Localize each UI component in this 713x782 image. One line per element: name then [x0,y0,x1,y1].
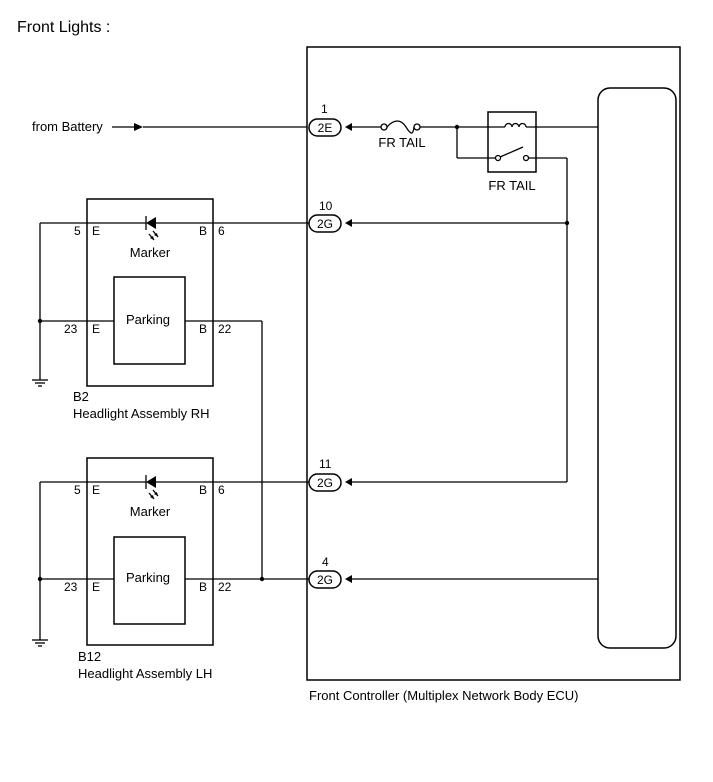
parking-label: Parking [126,312,170,327]
connector-code: 2G [317,217,333,231]
pin-number: 23 [64,580,78,594]
arrow-icon [134,123,143,131]
fuse-terminal [413,123,421,131]
ecu-box [306,46,681,681]
fuse-terminal [380,123,388,131]
pin-letter: B [199,322,207,336]
connector-code: 2G [317,476,333,490]
headlight-lh-label: Headlight Assembly LH [78,666,212,681]
connector-code: 2G [317,573,333,587]
pin-letter: E [92,322,100,336]
pin-letter: B [199,580,207,594]
ecu-label: Front Controller (Multiplex Network Body… [309,688,578,703]
pin-letter: B [199,483,207,497]
ecu-internal-block [597,87,677,649]
pin-letter: E [92,483,100,497]
headlight-rh-code: B2 [73,389,89,404]
relay-switch-icon [499,146,524,158]
connector-2e [308,118,342,137]
ground-icon [31,371,49,387]
headlight-lh-box [86,457,214,646]
arrow-icon [345,123,352,131]
page-title: Front Lights : [17,19,110,36]
pin-number: 5 [74,224,81,238]
parking-label: Parking [126,570,170,585]
headlight-lh-code: B12 [78,649,101,664]
pin-number: 6 [218,483,225,497]
marker-label: Marker [130,245,171,260]
pin-number: 5 [74,483,81,497]
arrow-icon [345,219,352,227]
arrow-icon [345,575,352,583]
connector-code: 2E [318,121,333,135]
connector-pin-4: 4 [322,555,329,569]
pin-number: 22 [218,580,232,594]
pin-number: 6 [218,224,225,238]
arrow-icon [345,478,352,486]
parking-lamp-box [113,536,186,625]
relay-label: FR TAIL [488,178,535,193]
pin-letter: E [92,580,100,594]
pin-letter: E [92,224,100,238]
headlight-rh-box [86,198,214,387]
connector-pin-1: 1 [321,102,328,116]
fuse-label: FR TAIL [378,135,425,150]
led-icon [146,217,156,229]
connector-pin-11: 11 [319,457,332,471]
marker-label: Marker [130,504,171,519]
ground-icon [31,631,49,647]
connector-pin-10: 10 [319,199,333,213]
headlight-rh-label: Headlight Assembly RH [73,406,210,421]
relay-coil-icon [504,122,527,128]
pin-number: 23 [64,322,78,336]
fuse-icon [386,120,415,134]
led-icon [146,476,156,488]
relay-box [487,111,537,173]
pin-number: 22 [218,322,232,336]
pin-letter: B [199,224,207,238]
battery-label: from Battery [32,119,103,134]
